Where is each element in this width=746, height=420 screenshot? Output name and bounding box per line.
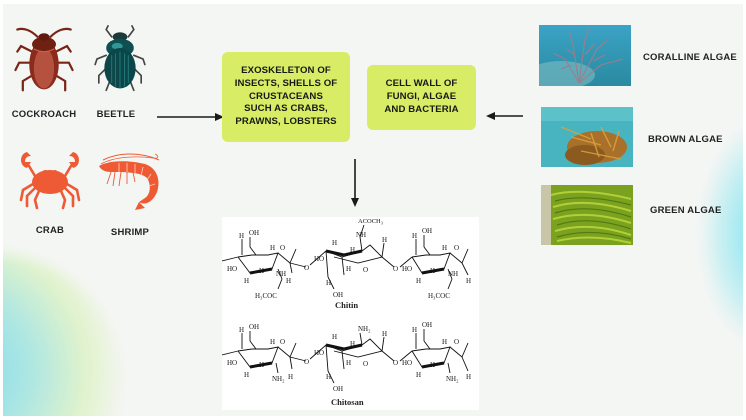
svg-text:H: H — [244, 277, 249, 285]
svg-text:H: H — [466, 373, 471, 381]
svg-text:H₃COC: H₃COC — [255, 292, 277, 300]
svg-text:H: H — [346, 359, 351, 367]
svg-text:O: O — [280, 338, 285, 346]
svg-text:HO: HO — [314, 349, 324, 357]
box-cell-wall: CELL WALL OF FUNGI, ALGAE AND BACTERIA — [367, 65, 476, 130]
svg-text:H: H — [416, 277, 421, 285]
svg-text:NH: NH — [448, 270, 458, 278]
svg-text:OH: OH — [422, 321, 432, 329]
svg-text:H: H — [259, 361, 264, 369]
svg-text:NH: NH — [276, 270, 286, 278]
svg-text:OH: OH — [249, 323, 259, 331]
svg-text:NH₂: NH₂ — [446, 375, 459, 383]
chitosan-label: Chitosan — [331, 397, 364, 407]
svg-text:O: O — [454, 244, 459, 252]
svg-text:H: H — [350, 340, 355, 348]
svg-text:H: H — [332, 333, 337, 341]
label-cockroach: COCKROACH — [11, 109, 77, 120]
organism-shrimp: SHRIMP — [95, 150, 165, 238]
svg-text:H₃COC: H₃COC — [428, 292, 450, 300]
coralline-algae-photo — [539, 25, 631, 86]
svg-text:H: H — [239, 232, 244, 240]
svg-text:H: H — [412, 232, 417, 240]
svg-text:OH: OH — [333, 385, 343, 393]
svg-text:NH: NH — [356, 231, 366, 239]
organism-crab: CRAB — [15, 148, 85, 236]
svg-text:H: H — [346, 265, 351, 273]
svg-text:HO: HO — [314, 255, 324, 263]
svg-text:H: H — [326, 279, 331, 287]
label-crab: CRAB — [35, 225, 65, 236]
box-cell-wall-text: CELL WALL OF FUNGI, ALGAE AND BACTERIA — [384, 78, 459, 115]
svg-text:HO: HO — [227, 265, 237, 273]
svg-text:OH: OH — [422, 227, 432, 235]
svg-text:H: H — [239, 326, 244, 334]
label-green-algae: GREEN ALGAE — [650, 205, 722, 216]
beetle-icon — [94, 25, 146, 92]
organism-cockroach: COCKROACH — [9, 24, 79, 120]
cockroach-icon — [14, 27, 74, 92]
svg-text:ACOCH₃: ACOCH₃ — [358, 218, 383, 225]
svg-text:O: O — [304, 358, 309, 366]
svg-text:H: H — [270, 244, 275, 252]
label-beetle: BEETLE — [96, 109, 136, 120]
chitin-label: Chitin — [335, 300, 359, 310]
svg-text:O: O — [454, 338, 459, 346]
svg-text:HO: HO — [227, 359, 237, 367]
svg-text:O: O — [280, 244, 285, 252]
brown-algae-photo — [541, 107, 633, 167]
svg-text:O: O — [393, 265, 398, 273]
svg-text:H: H — [270, 338, 275, 346]
svg-text:O: O — [363, 360, 368, 368]
crab-icon — [19, 152, 81, 210]
svg-text:NH₂: NH₂ — [358, 325, 371, 333]
svg-text:HO: HO — [402, 359, 412, 367]
svg-text:H: H — [442, 338, 447, 346]
svg-text:O: O — [304, 264, 309, 272]
box-exoskeleton: EXOSKELETON OF INSECTS, SHELLS OF CRUSTA… — [222, 52, 350, 142]
shrimp-icon — [99, 153, 160, 210]
svg-text:H: H — [332, 239, 337, 247]
svg-text:H: H — [382, 236, 387, 244]
green-algae-photo — [541, 185, 633, 245]
decorative-gradient-right — [703, 124, 743, 344]
arrow-left-icon — [486, 112, 523, 120]
svg-text:HO: HO — [402, 265, 412, 273]
organism-beetle: BEETLE — [85, 24, 147, 120]
svg-text:H: H — [244, 371, 249, 379]
svg-text:OH: OH — [333, 291, 343, 299]
svg-text:H: H — [430, 267, 435, 275]
arrow-right-icon — [157, 113, 224, 121]
svg-text:OH: OH — [249, 229, 259, 237]
svg-text:H: H — [466, 277, 471, 285]
svg-text:H: H — [326, 373, 331, 381]
svg-text:O: O — [363, 266, 368, 274]
label-brown-algae: BROWN ALGAE — [648, 134, 723, 145]
svg-text:H: H — [286, 277, 291, 285]
svg-text:H: H — [430, 361, 435, 369]
svg-text:H: H — [288, 373, 293, 381]
svg-text:H: H — [442, 244, 447, 252]
decorative-gradient-left — [3, 254, 123, 416]
svg-text:H: H — [416, 371, 421, 379]
label-shrimp: SHRIMP — [110, 227, 150, 238]
svg-text:H: H — [382, 330, 387, 338]
arrow-down-icon — [351, 159, 359, 207]
box-exoskeleton-text: EXOSKELETON OF INSECTS, SHELLS OF CRUSTA… — [234, 65, 338, 128]
label-coralline-algae: CORALLINE ALGAE — [643, 52, 737, 63]
svg-text:H: H — [412, 326, 417, 334]
svg-text:O: O — [393, 359, 398, 367]
svg-text:H: H — [350, 246, 355, 254]
svg-text:NH₂: NH₂ — [272, 375, 285, 383]
figure-canvas: COCKROACH — [3, 4, 743, 416]
svg-text:H: H — [259, 267, 264, 275]
